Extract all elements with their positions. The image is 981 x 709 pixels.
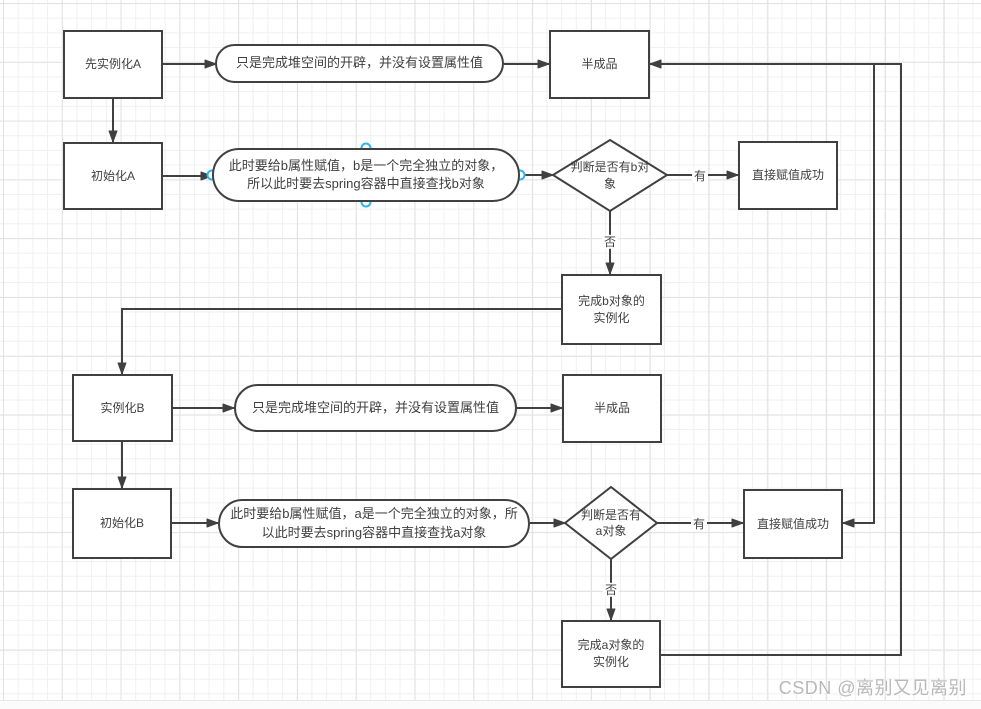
node-label: 只是完成堆空间的开辟，并没有设置属性值 [235,55,483,71]
node-label: 判断是否有 a对象 [580,507,641,538]
edge-complete-b-to-instantiate-b[interactable] [117,308,561,375]
edge-label-no-a[interactable]: 否 [602,582,620,598]
node-label: 判断是否有b对 象 [570,160,650,191]
node-label: 完成b对象的 实例化 [578,293,645,325]
diamond-has-b-object[interactable] [551,138,669,213]
node-note-heap-open-1[interactable]: 只是完成堆空间的开辟，并没有设置属性值 [215,44,504,83]
node-instantiate-b[interactable]: 实例化B [72,374,173,442]
node-init-a[interactable]: 初始化A [63,142,163,210]
csdn-watermark: CSDN @离别又见离别 [778,678,967,698]
diamond-has-b-object-label: 判断是否有b对 象 [553,140,667,211]
node-label: 完成a对象的 实例化 [577,638,645,669]
edge-label-yes-a[interactable]: 有 [690,516,708,532]
node-label: 初始化B [99,516,144,531]
node-note-heap-open-2[interactable]: 只是完成堆空间的开辟，并没有设置属性值 [234,384,517,432]
node-label: 直接赋值成功 [756,516,829,531]
node-label: 半成品 [581,57,618,72]
edge-label-no-b[interactable]: 否 [601,234,619,250]
node-label: 此时要给b属性赋值，b是一个完全独立的对象， 所以此时要去spring容器中直接… [228,157,504,191]
node-init-b[interactable]: 初始化B [72,488,172,559]
node-semi-product-1[interactable]: 半成品 [549,30,650,99]
node-complete-a-instantiation[interactable]: 完成a对象的 实例化 [561,620,661,688]
node-assign-success-2[interactable]: 直接赋值成功 [743,489,843,559]
edge-label-yes-b[interactable]: 有 [691,168,709,184]
node-complete-b-instantiation[interactable]: 完成b对象的 实例化 [561,274,662,345]
node-assign-success-1[interactable]: 直接赋值成功 [738,141,838,210]
node-label: 直接赋值成功 [751,168,824,183]
node-label: 此时要给b属性赋值，a是一个完全独立的对象，所 以此时要去spring容器中直接… [230,506,518,540]
node-note-find-a[interactable]: 此时要给b属性赋值，a是一个完全独立的对象，所 以此时要去spring容器中直接… [218,499,530,548]
node-label: 初始化A [90,168,135,183]
diamond-has-a-object[interactable] [563,485,659,561]
canvas-bottom-strip [0,700,981,709]
node-semi-product-2[interactable]: 半成品 [562,374,662,443]
edge-loop-to-assign-success2[interactable] [842,64,875,528]
edge-complete-a-to-semi-product1[interactable] [649,59,902,656]
node-label: 实例化B [100,400,145,415]
node-note-find-b[interactable]: 此时要给b属性赋值，b是一个完全独立的对象， 所以此时要去spring容器中直接… [212,148,520,202]
node-label: 只是完成堆空间的开辟，并没有设置属性值 [251,399,499,415]
node-label: 先实例化A [84,57,141,72]
diamond-has-a-object-label: 判断是否有 a对象 [565,487,657,559]
node-instantiate-a[interactable]: 先实例化A [63,30,163,99]
node-label: 半成品 [593,401,630,416]
